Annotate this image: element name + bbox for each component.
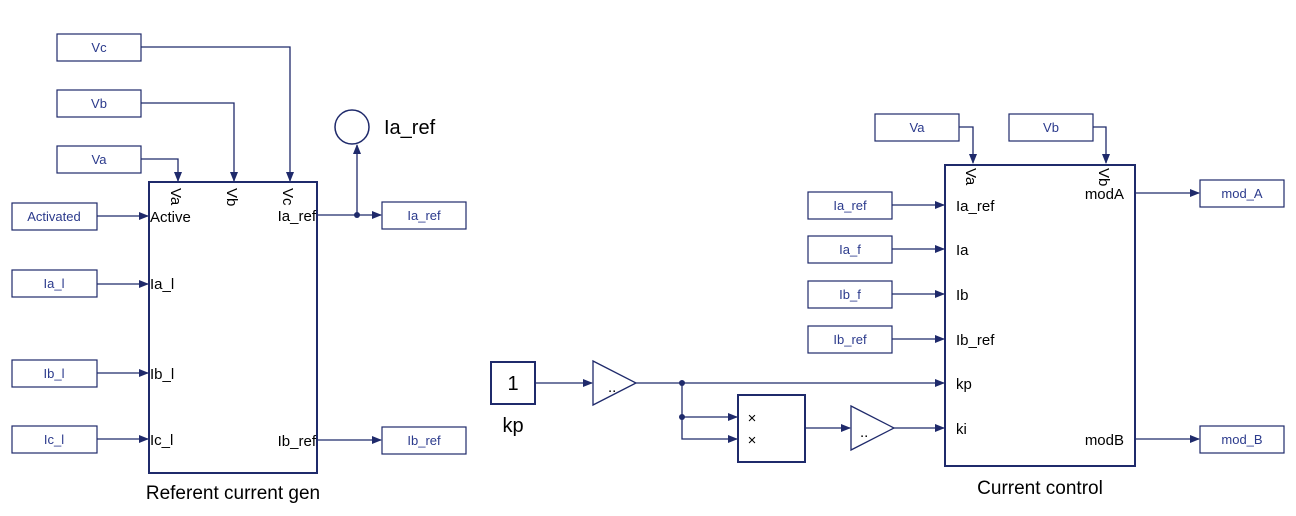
- tag-ic-l[interactable]: Ic_l: [11, 425, 98, 454]
- port-cc-ib-ref: Ib_ref: [956, 332, 995, 349]
- current-control-block[interactable]: Va Vb Ia_ref Ia Ib Ib_ref kp ki modA mod…: [944, 164, 1136, 467]
- wire-vc: [141, 46, 294, 182]
- port-cc-ia: Ia: [956, 242, 969, 259]
- port-ib-l: Ib_l: [150, 366, 174, 383]
- svg-text:Va: Va: [92, 152, 108, 167]
- tag-activated[interactable]: Activated: [11, 202, 98, 231]
- constant-block[interactable]: 1: [490, 361, 536, 405]
- constant-value: 1: [507, 373, 518, 395]
- tag-cc-ia-ref[interactable]: Ia_ref: [807, 191, 893, 220]
- probe-label: Ia_ref: [384, 117, 436, 139]
- probe-ia-ref[interactable]: Ia_ref: [334, 109, 436, 145]
- svg-text:mod_B: mod_B: [1221, 432, 1262, 447]
- tag-ia-ref-out[interactable]: Ia_ref: [381, 201, 467, 230]
- svg-text:Vc: Vc: [91, 40, 107, 55]
- port-cc-kp: kp: [956, 376, 972, 393]
- svg-text:Ia_f: Ia_f: [839, 242, 861, 257]
- port-va: Va: [167, 188, 184, 206]
- junction-dot: [679, 414, 685, 420]
- port-cc-ia-ref: Ia_ref: [956, 198, 995, 215]
- wire-cc-vb: [1093, 126, 1110, 164]
- svg-text:Vb: Vb: [91, 96, 107, 111]
- svg-text:Ic_l: Ic_l: [44, 432, 64, 447]
- port-cc-va: Va: [962, 168, 979, 186]
- wire-va: [141, 158, 182, 182]
- svg-text:Ib_ref: Ib_ref: [833, 332, 867, 347]
- tag-cc-vb[interactable]: Vb: [1008, 113, 1094, 142]
- control-block-caption: Current control: [977, 478, 1103, 499]
- junction-dot: [679, 380, 685, 386]
- port-vc: Vc: [279, 188, 296, 206]
- tag-vc[interactable]: Vc: [56, 33, 142, 62]
- multiply-icon: ×: [748, 410, 757, 427]
- referent-wires: [97, 46, 382, 444]
- referent-block-caption: Referent current gen: [146, 483, 320, 504]
- wire-cc-va: [959, 126, 977, 164]
- svg-text:Ib_f: Ib_f: [839, 287, 861, 302]
- svg-text:Ia_ref: Ia_ref: [833, 198, 867, 213]
- tag-cc-va[interactable]: Va: [874, 113, 960, 142]
- wire-vb: [141, 102, 238, 182]
- svg-text:..: ..: [860, 424, 868, 441]
- svg-text:Ia_l: Ia_l: [44, 276, 65, 291]
- port-cc-modb: modB: [1085, 432, 1124, 449]
- port-vb: Vb: [223, 188, 240, 206]
- port-ic-l: Ic_l: [150, 432, 173, 449]
- svg-text:Va: Va: [910, 120, 926, 135]
- wire-mult-in2: [681, 383, 738, 443]
- svg-text:Ib_ref: Ib_ref: [407, 433, 441, 448]
- tag-cc-ia-f[interactable]: Ia_f: [807, 235, 893, 264]
- referent-current-gen-block[interactable]: Va Vb Vc Active Ia_l Ib_l Ic_l Ia_ref Ib…: [148, 181, 318, 474]
- multiply-icon: ×: [748, 432, 757, 449]
- svg-text:Ia_ref: Ia_ref: [407, 208, 441, 223]
- tag-ia-l[interactable]: Ia_l: [11, 269, 98, 298]
- port-cc-vb: Vb: [1095, 168, 1112, 186]
- port-cc-ki: ki: [956, 421, 967, 438]
- control-wires: [535, 126, 1200, 443]
- port-ia-ref: Ia_ref: [278, 208, 317, 225]
- svg-text:mod_A: mod_A: [1221, 186, 1263, 201]
- svg-text:Activated: Activated: [27, 209, 80, 224]
- tag-cc-ib-f[interactable]: Ib_f: [807, 280, 893, 309]
- multiplier-block[interactable]: × ×: [737, 394, 806, 463]
- tag-mod-b[interactable]: mod_B: [1199, 425, 1285, 454]
- port-cc-moda: modA: [1085, 186, 1124, 203]
- tag-vb[interactable]: Vb: [56, 89, 142, 118]
- tag-cc-ib-ref[interactable]: Ib_ref: [807, 325, 893, 354]
- port-active: Active: [150, 209, 191, 226]
- constant-label: kp: [502, 415, 523, 437]
- port-cc-ib: Ib: [956, 287, 969, 304]
- tag-mod-a[interactable]: mod_A: [1199, 179, 1285, 208]
- port-ib-ref: Ib_ref: [278, 433, 317, 450]
- svg-text:Vb: Vb: [1043, 120, 1059, 135]
- tag-ib-ref-out[interactable]: Ib_ref: [381, 426, 467, 455]
- tag-va[interactable]: Va: [56, 145, 142, 174]
- gain-block-kp[interactable]: ..: [592, 359, 638, 407]
- junction-dot: [354, 212, 360, 218]
- svg-text:Ib_l: Ib_l: [44, 366, 65, 381]
- svg-text:..: ..: [608, 379, 616, 396]
- tag-ib-l[interactable]: Ib_l: [11, 359, 98, 388]
- port-ia-l: Ia_l: [150, 276, 174, 293]
- gain-block-ki[interactable]: ..: [850, 404, 896, 452]
